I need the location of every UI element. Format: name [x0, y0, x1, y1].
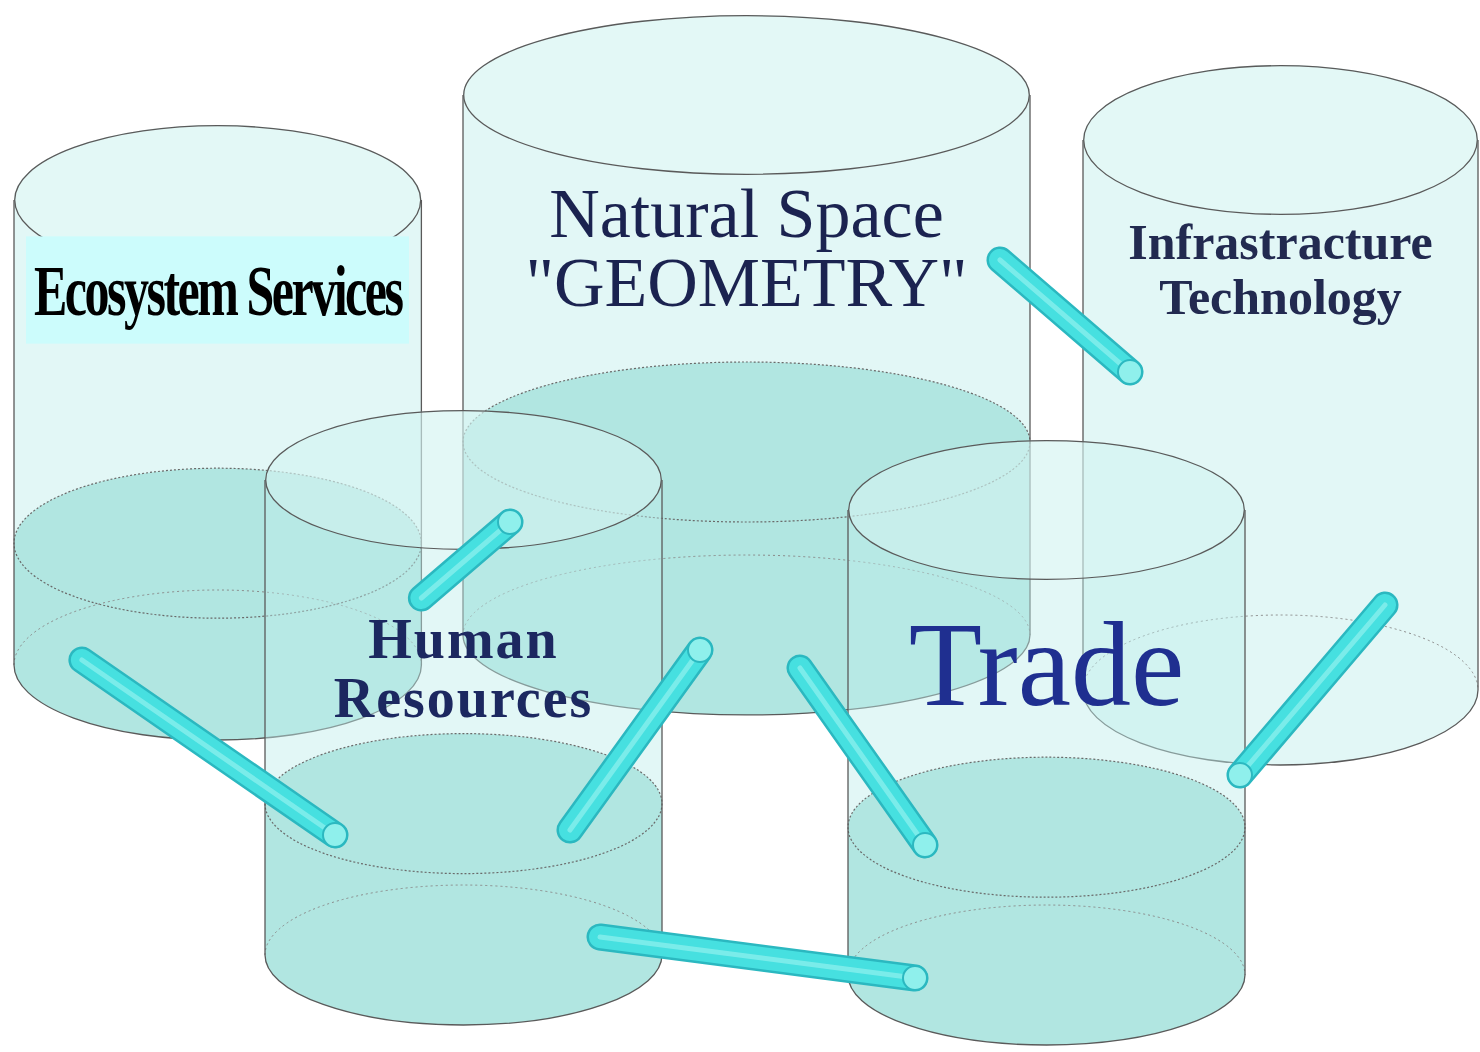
tank-liquid: [848, 757, 1245, 1045]
tank-node: Trade: [848, 440, 1245, 1045]
tank-label: Human Resources: [314, 610, 614, 728]
liquid-surface: [265, 734, 662, 874]
pipe-mouth: [688, 638, 712, 662]
pipe-mouth: [903, 966, 927, 990]
pipe-connector: [1000, 260, 1142, 384]
pipe-mouth: [498, 510, 522, 534]
pipe-fill: [1000, 260, 1130, 372]
pipe-shine: [570, 650, 700, 830]
tank-label: Ecosystem Services: [26, 236, 409, 343]
pipe-fill: [600, 937, 915, 978]
pipe-connector: [600, 937, 927, 990]
tank-back-edge: [848, 905, 1245, 975]
pipe-fill: [421, 522, 510, 598]
pipe-connector: [800, 668, 937, 857]
pipe-shine: [1240, 605, 1385, 775]
tank-wall: [265, 480, 662, 1025]
pipe-edge: [1240, 605, 1385, 775]
pipe-shine: [421, 522, 510, 598]
pipe-mouth: [323, 823, 347, 847]
tank-rim: [266, 411, 662, 550]
tank-label: Natural Space "GEOMETRY": [507, 180, 987, 317]
pipe-fill: [570, 650, 700, 830]
pipe-edge: [421, 522, 510, 598]
pipe-connector: [421, 510, 522, 598]
pipe-mouth: [1118, 360, 1142, 384]
pipe-edge: [82, 660, 335, 835]
tank-rim: [1084, 66, 1478, 215]
tank-rim: [849, 441, 1245, 580]
pipe-fill: [800, 668, 925, 845]
tank-liquid: [265, 734, 662, 1025]
tank-label: Infrastracture Technology: [1121, 215, 1441, 325]
pipe-shine: [1000, 260, 1130, 372]
pipe-fill: [1240, 605, 1385, 775]
pipe-connector: [82, 660, 347, 847]
tank-wall: [848, 510, 1245, 1045]
pipe-edge: [570, 650, 700, 830]
tank-body: [848, 440, 1245, 1045]
tank-label: Trade: [909, 605, 1185, 725]
pipe-mouth: [913, 833, 937, 857]
pipe-shine: [600, 937, 915, 978]
pipe-fill: [82, 660, 335, 835]
pipe-mouth: [1228, 763, 1252, 787]
pipe-shine: [800, 668, 925, 845]
pipe-edge: [600, 937, 915, 978]
pipe-connector: [570, 638, 712, 830]
pipe-connector: [1228, 605, 1385, 787]
tank-back-edge: [265, 885, 662, 955]
tank-rim: [464, 16, 1030, 175]
tank-body: [265, 410, 662, 1025]
pipe-edge: [1000, 260, 1130, 372]
tank-node: Human Resources: [265, 410, 662, 1025]
liquid-surface: [848, 757, 1245, 897]
tank-outline: [848, 440, 1245, 1045]
pipe-edge: [800, 668, 925, 845]
pipe-shine: [82, 660, 335, 835]
